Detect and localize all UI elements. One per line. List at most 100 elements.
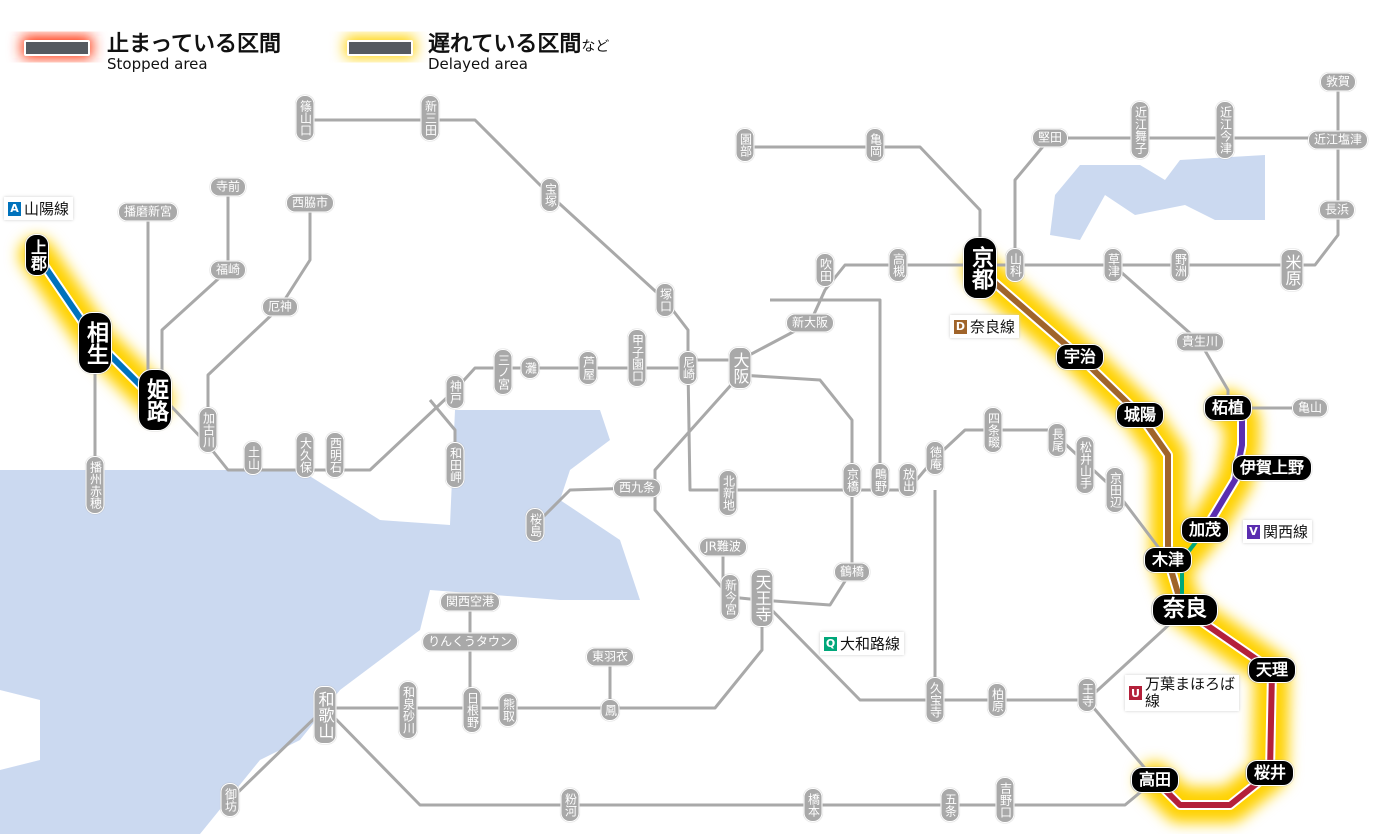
station[interactable]: 灘: [520, 357, 540, 379]
station[interactable]: 亀岡: [865, 128, 885, 162]
station[interactable]: 新大阪: [785, 313, 835, 333]
delayed-label-text: 遅れている区間: [428, 32, 582, 57]
station[interactable]: 大阪: [728, 347, 752, 389]
line-name: 万葉まほろば線: [1145, 675, 1236, 710]
station[interactable]: 北新地: [718, 470, 738, 516]
water-areas: [0, 155, 1265, 834]
station[interactable]: JR難波: [699, 537, 747, 557]
station[interactable]: 五条: [940, 788, 960, 822]
station[interactable]: 福崎: [209, 260, 247, 280]
station[interactable]: 和泉砂川: [398, 681, 418, 739]
station[interactable]: 鳳: [600, 699, 620, 721]
station[interactable]: 草津: [1103, 248, 1123, 282]
station[interactable]: 吉野口: [995, 777, 1015, 823]
station[interactable]: 西九条: [612, 478, 662, 498]
station[interactable]: 王寺: [1077, 678, 1097, 712]
station[interactable]: 久宝寺: [925, 677, 945, 723]
station[interactable]: 東羽衣: [585, 647, 635, 667]
delayed-label-suffix: など: [581, 39, 610, 55]
station[interactable]: 宝塚: [540, 178, 560, 212]
line-name: 大和路線: [840, 635, 901, 653]
station[interactable]: 和歌山: [313, 686, 337, 744]
station-delayed[interactable]: 京都: [963, 237, 997, 299]
station-delayed[interactable]: 奈良: [1151, 594, 1219, 626]
station[interactable]: 天王寺: [750, 569, 774, 627]
station-delayed[interactable]: 宇治: [1055, 344, 1105, 370]
station-delayed[interactable]: 高田: [1130, 767, 1180, 793]
station-delayed[interactable]: 相生: [78, 312, 112, 374]
station[interactable]: 桜島: [525, 508, 545, 542]
station[interactable]: 加古川: [198, 407, 218, 453]
station[interactable]: 日根野: [462, 687, 482, 733]
station[interactable]: 野洲: [1170, 248, 1190, 282]
station[interactable]: 鶴橋: [833, 562, 871, 582]
station[interactable]: りんくうタウン: [422, 632, 518, 652]
station[interactable]: 山科: [1005, 248, 1025, 282]
line-symbol-icon: V: [1247, 524, 1260, 539]
line-symbol-icon: A: [8, 201, 21, 216]
line-name: 山陽線: [24, 200, 70, 218]
station[interactable]: 尼崎: [678, 351, 698, 385]
line-symbol-icon: Q: [824, 636, 837, 651]
station[interactable]: 御坊: [220, 783, 240, 817]
station[interactable]: 京橋: [842, 463, 862, 497]
station[interactable]: 新今宮: [720, 574, 740, 620]
station-delayed[interactable]: 柘植: [1203, 395, 1253, 421]
station[interactable]: 寺前: [209, 177, 247, 197]
station[interactable]: 播磨新宮: [117, 202, 179, 222]
station-delayed[interactable]: 姫路: [138, 369, 172, 431]
station[interactable]: 長尾: [1047, 423, 1067, 457]
station[interactable]: 亀山: [1291, 398, 1329, 418]
station[interactable]: 三ノ宮: [493, 349, 513, 395]
station[interactable]: 京田辺: [1105, 467, 1125, 513]
station[interactable]: 塚口: [655, 283, 675, 317]
station[interactable]: 西明石: [325, 432, 345, 478]
station-delayed[interactable]: 城陽: [1115, 402, 1165, 428]
station[interactable]: 関西空港: [439, 592, 501, 612]
station-delayed[interactable]: 桜井: [1245, 760, 1295, 786]
station[interactable]: 篠山口: [295, 95, 315, 141]
station[interactable]: 和田岬: [445, 442, 465, 488]
station[interactable]: 貴生川: [1175, 332, 1225, 352]
station[interactable]: 放出: [898, 463, 918, 497]
delayed-label: 遅れている区間など: [428, 26, 609, 58]
station[interactable]: 橋本: [803, 788, 823, 822]
station-delayed[interactable]: 上郡: [25, 234, 49, 276]
station[interactable]: 新三田: [420, 95, 440, 141]
station[interactable]: 西脇市: [285, 193, 335, 213]
station[interactable]: 徳庵: [925, 441, 945, 475]
station-delayed[interactable]: 天理: [1247, 657, 1297, 683]
station[interactable]: 大久保: [295, 432, 315, 478]
station[interactable]: 松井山手: [1075, 436, 1095, 494]
station[interactable]: 土山: [243, 441, 263, 475]
station[interactable]: 吹田: [815, 253, 835, 287]
station[interactable]: 甲子園口: [627, 329, 647, 387]
station[interactable]: 近江舞子: [1130, 101, 1150, 159]
station[interactable]: 高槻: [888, 248, 908, 282]
station[interactable]: 園部: [735, 128, 755, 162]
station[interactable]: 神戸: [445, 375, 465, 409]
station[interactable]: 芦屋: [578, 351, 598, 385]
station[interactable]: 敦賀: [1319, 72, 1357, 92]
station[interactable]: 粉河: [560, 788, 580, 822]
station[interactable]: 米原: [1280, 249, 1304, 291]
station-delayed[interactable]: 伊賀上野: [1231, 455, 1313, 481]
station[interactable]: 堅田: [1031, 128, 1069, 148]
station[interactable]: 厄神: [261, 297, 299, 317]
station[interactable]: 柏原: [987, 683, 1007, 717]
station-delayed[interactable]: 加茂: [1180, 517, 1230, 543]
station[interactable]: 近江今津: [1215, 101, 1235, 159]
station[interactable]: 近江塩津: [1307, 130, 1369, 150]
station[interactable]: 熊取: [498, 693, 518, 727]
station[interactable]: 長浜: [1318, 200, 1356, 220]
station-delayed[interactable]: 木津: [1143, 547, 1193, 573]
station[interactable]: 鴫野: [870, 463, 890, 497]
station[interactable]: 播州赤穂: [85, 456, 105, 514]
station[interactable]: 四条畷: [983, 407, 1003, 453]
